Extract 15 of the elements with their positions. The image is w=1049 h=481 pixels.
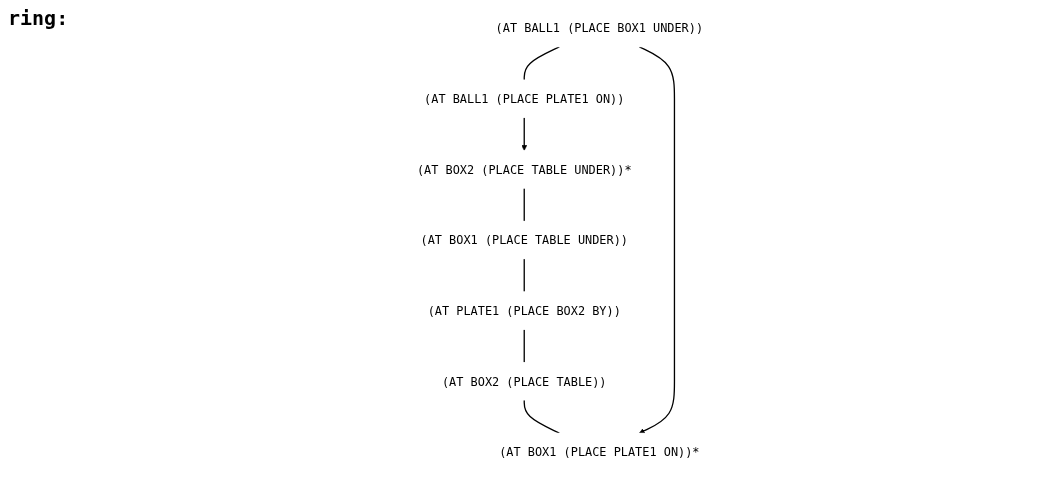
node-text: (AT BALL1 (PLACE BOX1 UNDER)) <box>495 21 704 36</box>
connector <box>523 328 525 364</box>
node-text: (AT BOX1 (PLACE PLATE1 ON))* <box>499 444 700 459</box>
node-text: (AT PLATE1 (PLACE BOX2 BY)) <box>427 303 621 318</box>
node-text: (AT BOX1 (PLACE TABLE UNDER)) <box>420 233 628 247</box>
node-text: (AT BOX2 (PLACE TABLE UNDER))* <box>416 162 632 177</box>
connector <box>523 46 560 81</box>
connector <box>523 399 560 434</box>
diagram-title: ring: <box>8 6 69 30</box>
arrow <box>521 116 528 151</box>
node-text: (AT BOX2 (PLACE TABLE)) <box>441 374 607 389</box>
arrow <box>638 46 676 434</box>
node-text: (AT BALL1 (PLACE PLATE1 ON)) <box>424 91 625 106</box>
connector <box>523 187 525 222</box>
connector <box>523 258 525 293</box>
